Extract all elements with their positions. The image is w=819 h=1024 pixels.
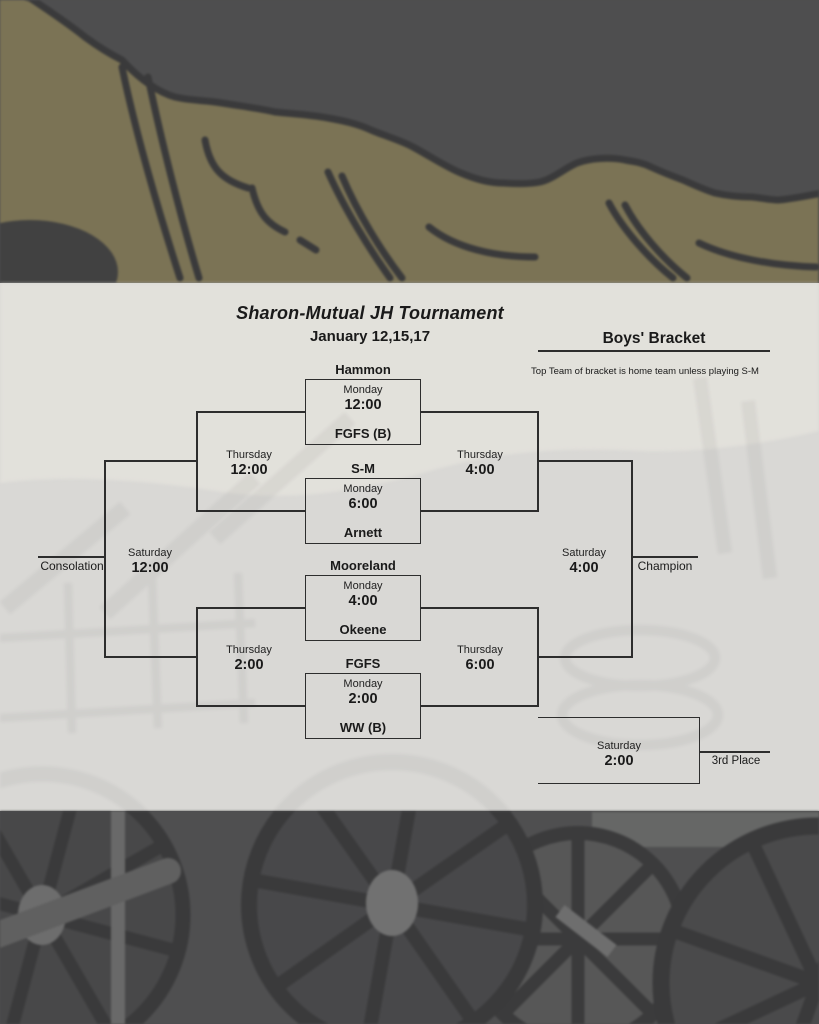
consolation-line (38, 556, 104, 558)
bracket-connector (196, 607, 198, 707)
game-day: Thursday (457, 644, 503, 656)
game-time: 2:00 (348, 691, 378, 707)
game-time: 6:00 (465, 657, 495, 673)
champion-label: Champion (637, 559, 693, 573)
championship-final-label: Saturday 4:00 (539, 543, 629, 576)
bracket-connector (104, 656, 196, 658)
bracket-connector (197, 607, 305, 609)
game-day: Monday (343, 580, 383, 592)
team-name-top: Hammon (335, 362, 391, 377)
game-time: 12:00 (344, 397, 382, 413)
game-time: 12:00 (131, 560, 169, 576)
game-day: Thursday (226, 449, 272, 461)
bracket-title-underline (538, 350, 770, 352)
game-day: Saturday (561, 547, 607, 559)
bracket-connector (104, 460, 196, 462)
bracket-connector (197, 705, 305, 707)
game-day: Thursday (226, 644, 272, 656)
winners-semi-2-label: Thursday 6:00 (435, 640, 525, 673)
bracket-connector (197, 411, 305, 413)
game-day: Saturday (127, 547, 173, 559)
third-place-label: 3rd Place (711, 755, 761, 767)
team-name-top: Mooreland (330, 558, 396, 573)
winners-semi-1-label: Thursday 4:00 (435, 445, 525, 478)
game-box-4: Monday 2:00 WW (B) (305, 673, 421, 739)
third-place-box (538, 717, 700, 784)
game-time: 4:00 (465, 462, 495, 478)
game-day: Saturday (596, 740, 642, 752)
bracket-connector (421, 411, 537, 413)
team-name-top: S-M (351, 461, 375, 476)
team-name-bottom: Okeene (339, 622, 387, 637)
team-name-bottom: FGFS (B) (334, 426, 392, 441)
losers-semi-1-label: Thursday 12:00 (204, 445, 294, 478)
tournament-dates: January 12,15,17 (309, 328, 431, 345)
team-name-top: FGFS (345, 656, 381, 671)
bracket-connector (196, 411, 198, 512)
game-time: 2:00 (234, 657, 264, 673)
champion-line (631, 556, 698, 558)
third-place-game-label: Saturday 2:00 (574, 736, 664, 769)
game-time: 2:00 (604, 753, 634, 769)
game-time: 4:00 (569, 560, 599, 576)
losers-semi-2-label: Thursday 2:00 (204, 640, 294, 673)
tournament-title: Sharon-Mutual JH Tournament (236, 303, 504, 323)
bracket-connector (197, 510, 305, 512)
bracket-connector (421, 510, 537, 512)
wagon-canvas-art (0, 0, 819, 283)
game-day: Thursday (457, 449, 503, 461)
bracket-connector (421, 705, 537, 707)
consolation-label: Consolation (40, 559, 104, 573)
bracket-connector (537, 460, 631, 462)
team-name-bottom: Arnett (343, 525, 383, 540)
game-day: Monday (343, 384, 383, 396)
game-day: Monday (343, 483, 383, 495)
consolation-final-label: Saturday 12:00 (105, 543, 195, 576)
game-time: 6:00 (348, 496, 378, 512)
third-place-line (700, 751, 770, 753)
bracket-connector (631, 460, 633, 658)
bracket-panel (0, 283, 819, 811)
game-box-2: Monday 6:00 Arnett (305, 478, 421, 544)
game-day: Monday (343, 678, 383, 690)
game-box-3: Monday 4:00 Okeene (305, 575, 421, 641)
bracket-connector (421, 607, 537, 609)
game-time: 4:00 (348, 593, 378, 609)
bracket-connector (537, 656, 631, 658)
bracket-connector (104, 460, 106, 658)
game-time: 12:00 (230, 462, 268, 478)
team-name-bottom: WW (B) (339, 720, 387, 735)
home-team-note: Top Team of bracket is home team unless … (531, 366, 759, 377)
bracket-title: Boys' Bracket (602, 330, 706, 347)
wagon-wheels-art (0, 811, 819, 1024)
game-box-1: Monday 12:00 FGFS (B) (305, 379, 421, 445)
